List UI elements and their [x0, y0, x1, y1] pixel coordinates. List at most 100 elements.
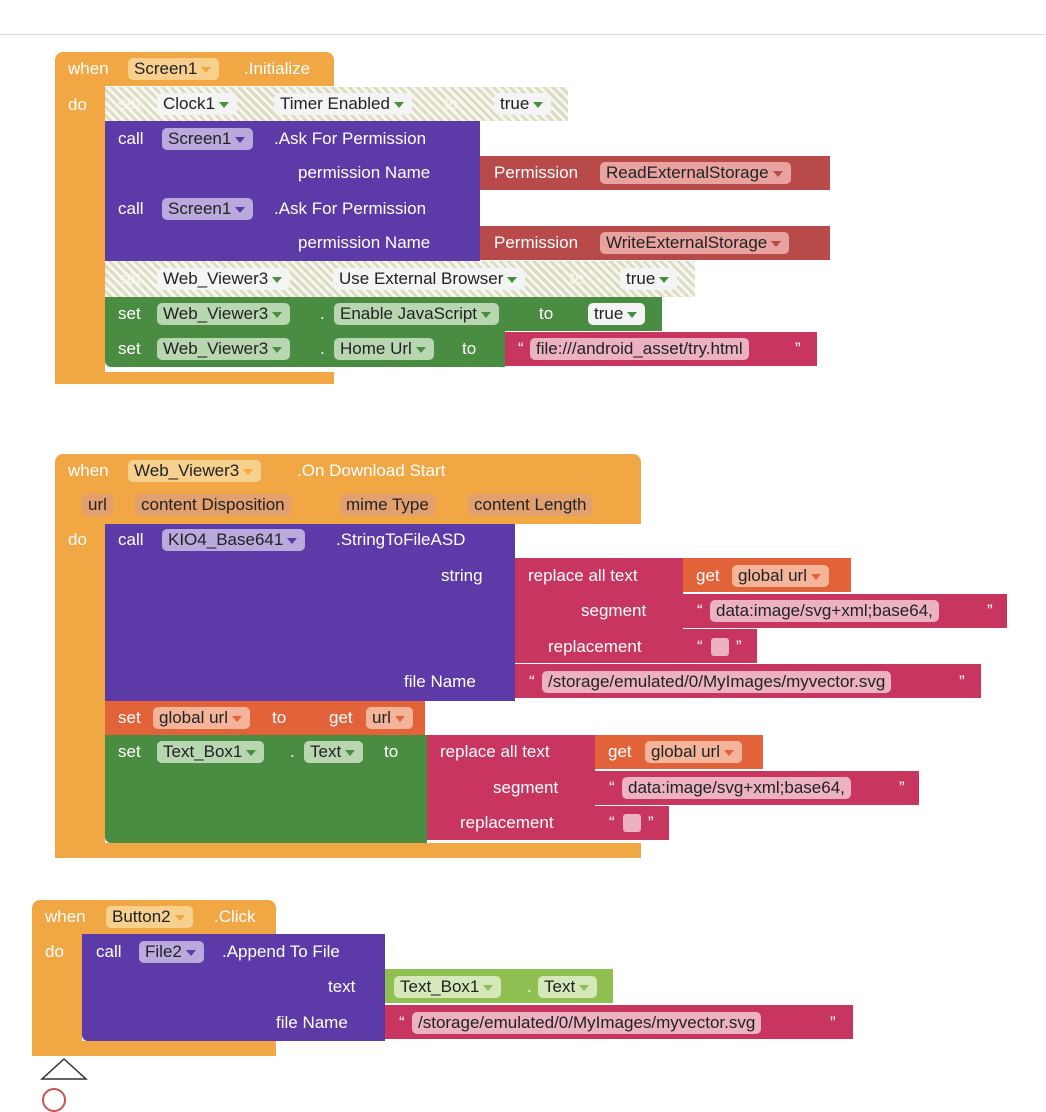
- collapse-triangle-icon[interactable]: [40, 1057, 88, 1081]
- component-dropdown[interactable]: Clock1: [157, 93, 237, 115]
- quote-open: “: [518, 339, 524, 358]
- component-dropdown[interactable]: Screen1: [162, 198, 254, 220]
- empty-text-value[interactable]: [623, 814, 641, 832]
- component-dropdown[interactable]: File2: [139, 941, 204, 963]
- text-literal-value[interactable]: data:image/svg+xml;base64,: [710, 600, 939, 622]
- property-dropdown[interactable]: Use External Browser: [333, 268, 526, 290]
- component-dropdown[interactable]: Web_Viewer3: [157, 268, 291, 290]
- set-label: set: [118, 742, 141, 761]
- variable-dropdown[interactable]: global url: [645, 741, 742, 763]
- param-content-disposition[interactable]: content Disposition: [135, 494, 291, 516]
- top-divider: [0, 34, 1046, 35]
- param-mime-type[interactable]: mime Type: [340, 494, 435, 516]
- event-footer: [55, 372, 334, 384]
- quote-close: ”: [830, 1013, 836, 1032]
- text-literal-value[interactable]: /storage/emulated/0/MyImages/myvector.sv…: [412, 1012, 762, 1034]
- variable-dropdown[interactable]: global url: [153, 707, 250, 729]
- empty-text-value[interactable]: [711, 638, 729, 656]
- call-label: call: [96, 942, 122, 961]
- dot-label: .: [527, 977, 532, 996]
- component-dropdown[interactable]: Screen1: [162, 128, 254, 150]
- dot-label: .: [262, 94, 267, 113]
- call-label: call: [118, 129, 144, 148]
- property-dropdown[interactable]: Text: [538, 976, 598, 998]
- boolean-dropdown[interactable]: true: [588, 303, 646, 325]
- param-label-file-name: file Name: [276, 1013, 348, 1032]
- dot-label: .: [320, 269, 325, 288]
- property-dropdown[interactable]: Enable JavaScript: [334, 303, 500, 325]
- component-dropdown[interactable]: Web_Viewer3: [128, 460, 262, 482]
- get-label: get: [696, 566, 720, 585]
- replace-all-text-block[interactable]: [427, 735, 595, 840]
- event-footer: [32, 1041, 276, 1056]
- variable-dropdown[interactable]: url: [366, 707, 413, 729]
- component-dropdown[interactable]: Web_Viewer3: [157, 303, 291, 325]
- text-literal-value[interactable]: data:image/svg+xml;base64,: [622, 777, 851, 799]
- do-label: do: [68, 530, 87, 549]
- event-body-left: [55, 86, 105, 384]
- variable-dropdown[interactable]: global url: [732, 565, 829, 587]
- param-label: permission Name: [298, 163, 431, 182]
- param-label-text: text: [328, 977, 356, 996]
- quote-open: “: [399, 1013, 405, 1032]
- event-name: .On Download Start: [297, 461, 446, 480]
- permission-label: Permission: [494, 233, 579, 252]
- component-dropdown[interactable]: KIO4_Base641: [162, 529, 306, 551]
- component-dropdown[interactable]: Web_Viewer3: [157, 338, 291, 360]
- quote-close: ”: [987, 601, 993, 620]
- segment-label: segment: [581, 601, 647, 620]
- to-label: to: [570, 269, 585, 288]
- param-url[interactable]: url: [82, 494, 113, 516]
- call-block-string-to-file[interactable]: [105, 524, 515, 701]
- param-label-string: string: [441, 566, 483, 585]
- quote-close: ”: [959, 672, 965, 691]
- component-dropdown[interactable]: Button2: [106, 906, 193, 928]
- when-label: when: [45, 907, 86, 926]
- set-label: set: [118, 269, 141, 288]
- permission-dropdown[interactable]: WriteExternalStorage: [600, 232, 790, 254]
- property-dropdown[interactable]: Text: [304, 741, 364, 763]
- quote-close: ”: [736, 637, 742, 656]
- trash-icon[interactable]: [42, 1088, 66, 1112]
- replacement-label: replacement: [460, 813, 554, 832]
- dot-label: .: [320, 339, 325, 358]
- do-label: do: [68, 95, 87, 114]
- quote-open: “: [609, 813, 615, 832]
- quote-close: ”: [795, 339, 801, 358]
- property-dropdown[interactable]: Timer Enabled: [274, 93, 412, 115]
- property-dropdown[interactable]: Home Url: [334, 338, 434, 360]
- set-label: set: [118, 339, 141, 358]
- do-label: do: [45, 942, 64, 961]
- method-name: .StringToFileASD: [336, 530, 466, 549]
- method-name: .Ask For Permission: [274, 129, 427, 148]
- to-label: to: [462, 339, 477, 358]
- to-label: to: [272, 708, 287, 727]
- to-label: to: [384, 742, 399, 761]
- event-footer: [55, 843, 641, 858]
- replace-label: replace all text: [440, 742, 550, 761]
- setter-block-clock1[interactable]: [105, 87, 568, 121]
- component-dropdown[interactable]: Text_Box1: [157, 741, 265, 763]
- to-label: to: [444, 94, 459, 113]
- boolean-dropdown[interactable]: true: [620, 268, 678, 290]
- setter-block-textbox-text[interactable]: [105, 735, 427, 843]
- event-body-left: [32, 934, 82, 1056]
- method-name: .Ask For Permission: [274, 199, 427, 218]
- text-literal-value[interactable]: /storage/emulated/0/MyImages/myvector.sv…: [542, 671, 892, 693]
- param-label-file-name: file Name: [404, 672, 476, 691]
- param-label: permission Name: [298, 233, 431, 252]
- component-dropdown[interactable]: Text_Box1: [394, 976, 502, 998]
- set-label: set: [118, 94, 141, 113]
- boolean-dropdown[interactable]: true: [494, 93, 552, 115]
- text-literal-value[interactable]: file:///android_asset/try.html: [530, 338, 749, 360]
- setter-block-use-external-browser[interactable]: [105, 261, 695, 297]
- quote-open: “: [609, 778, 615, 797]
- set-label: set: [118, 708, 141, 727]
- param-content-length[interactable]: content Length: [468, 494, 593, 516]
- dot-label: .: [320, 304, 325, 323]
- call-block-append-to-file[interactable]: [82, 934, 385, 1041]
- permission-dropdown[interactable]: ReadExternalStorage: [600, 162, 791, 184]
- call-label: call: [118, 199, 144, 218]
- replace-all-text-block[interactable]: [515, 558, 683, 663]
- component-dropdown[interactable]: Screen1: [128, 58, 220, 80]
